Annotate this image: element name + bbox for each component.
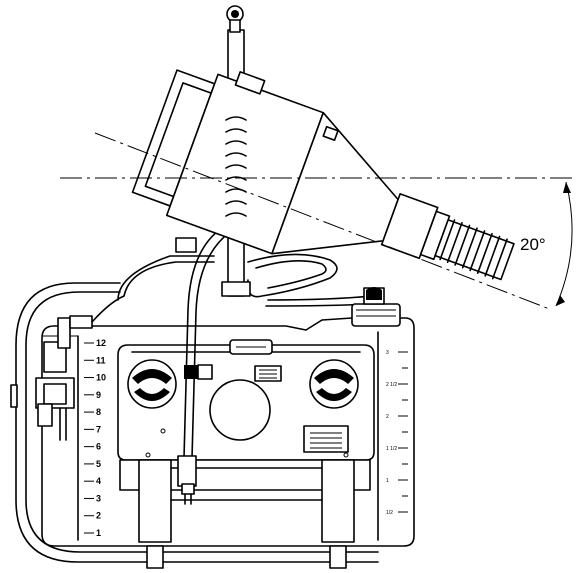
- hoses: [117, 227, 373, 505]
- scale-mark-label: 2: [386, 414, 389, 420]
- scale-mark-label: 9: [96, 390, 101, 400]
- power-plug: [177, 455, 197, 487]
- front-panel: [117, 339, 375, 461]
- tilted-centerline: [94, 132, 553, 311]
- tubular-frame: [10, 282, 379, 563]
- left-volume-scale: 12 11 10 9 8 7 6 5 4 3 2 1: [84, 338, 106, 538]
- arrow-head-top: [563, 182, 571, 193]
- scale-mark-label: 1/2: [386, 510, 393, 516]
- arrow-head-bottom: [556, 295, 565, 306]
- scale-mark-label: 12: [96, 338, 106, 348]
- angle-label: 20°: [520, 235, 546, 254]
- scale-mark-label: 2 1/2: [386, 382, 397, 388]
- scale-mark-label: 3: [386, 350, 389, 356]
- tilted-motor-assembly: [131, 69, 515, 281]
- base-legs: [119, 459, 371, 569]
- right-volume-scale: 3 2 1/2 2 1 1/2 1 1/2: [386, 350, 408, 516]
- scale-mark-label: 1 1/2: [386, 446, 397, 452]
- scale-mark-label: 3: [96, 493, 101, 503]
- scale-mark-label: 11: [96, 355, 106, 365]
- scale-mark-label: 7: [96, 424, 101, 434]
- center-gauge: [209, 379, 271, 441]
- filler-cap: [351, 287, 401, 327]
- scale-mark-label: 1: [96, 528, 101, 538]
- scale-mark-label: 6: [96, 442, 101, 452]
- scale-mark-label: 4: [96, 476, 101, 486]
- spiral-cord-wrap: [225, 116, 247, 217]
- scale-mark-label: 10: [96, 373, 106, 383]
- corrugated-hose: [434, 219, 515, 281]
- angle-reference: 20°: [60, 132, 573, 311]
- scale-mark-label: 1: [386, 478, 389, 484]
- side-valve-assembly: [35, 295, 125, 441]
- scale-mark-label: 5: [96, 459, 101, 469]
- scale-mark-label: 2: [96, 511, 101, 521]
- tank-body: [41, 317, 415, 547]
- scale-mark-label: 8: [96, 407, 101, 417]
